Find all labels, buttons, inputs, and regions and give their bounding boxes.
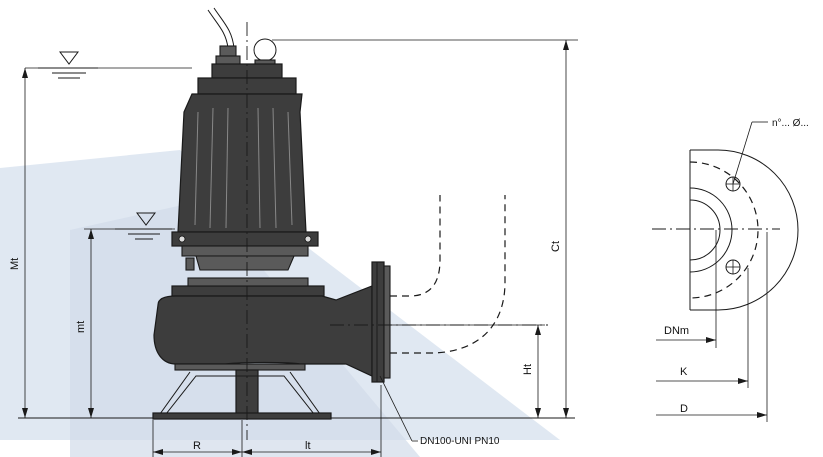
- label-K: K: [680, 366, 688, 378]
- dimension-mt: mt: [75, 229, 94, 418]
- label-Ht: Ht: [522, 364, 534, 375]
- dimension-Mt: Mt: [9, 68, 28, 418]
- label-Ct: Ct: [550, 241, 562, 252]
- water-level-icon: [38, 51, 98, 79]
- label-flange: DN100-UNI PN10: [420, 436, 500, 447]
- label-holes: n°... Ø...: [772, 118, 809, 129]
- dimension-Ct: Ct: [550, 40, 569, 418]
- flange-detail: n°... Ø... DNm K D: [652, 118, 809, 422]
- dimension-R-lt: R lt: [152, 385, 382, 457]
- label-R: R: [193, 440, 201, 452]
- flange-callout: DN100-UNI PN10: [379, 375, 500, 447]
- label-DNm: DNm: [664, 325, 689, 337]
- label-lt: lt: [305, 440, 311, 452]
- pump-assembly: [152, 7, 391, 420]
- label-D: D: [680, 403, 688, 415]
- label-Mt: Mt: [9, 258, 21, 270]
- label-mt: mt: [75, 321, 87, 333]
- discharge-pipe: [390, 195, 506, 354]
